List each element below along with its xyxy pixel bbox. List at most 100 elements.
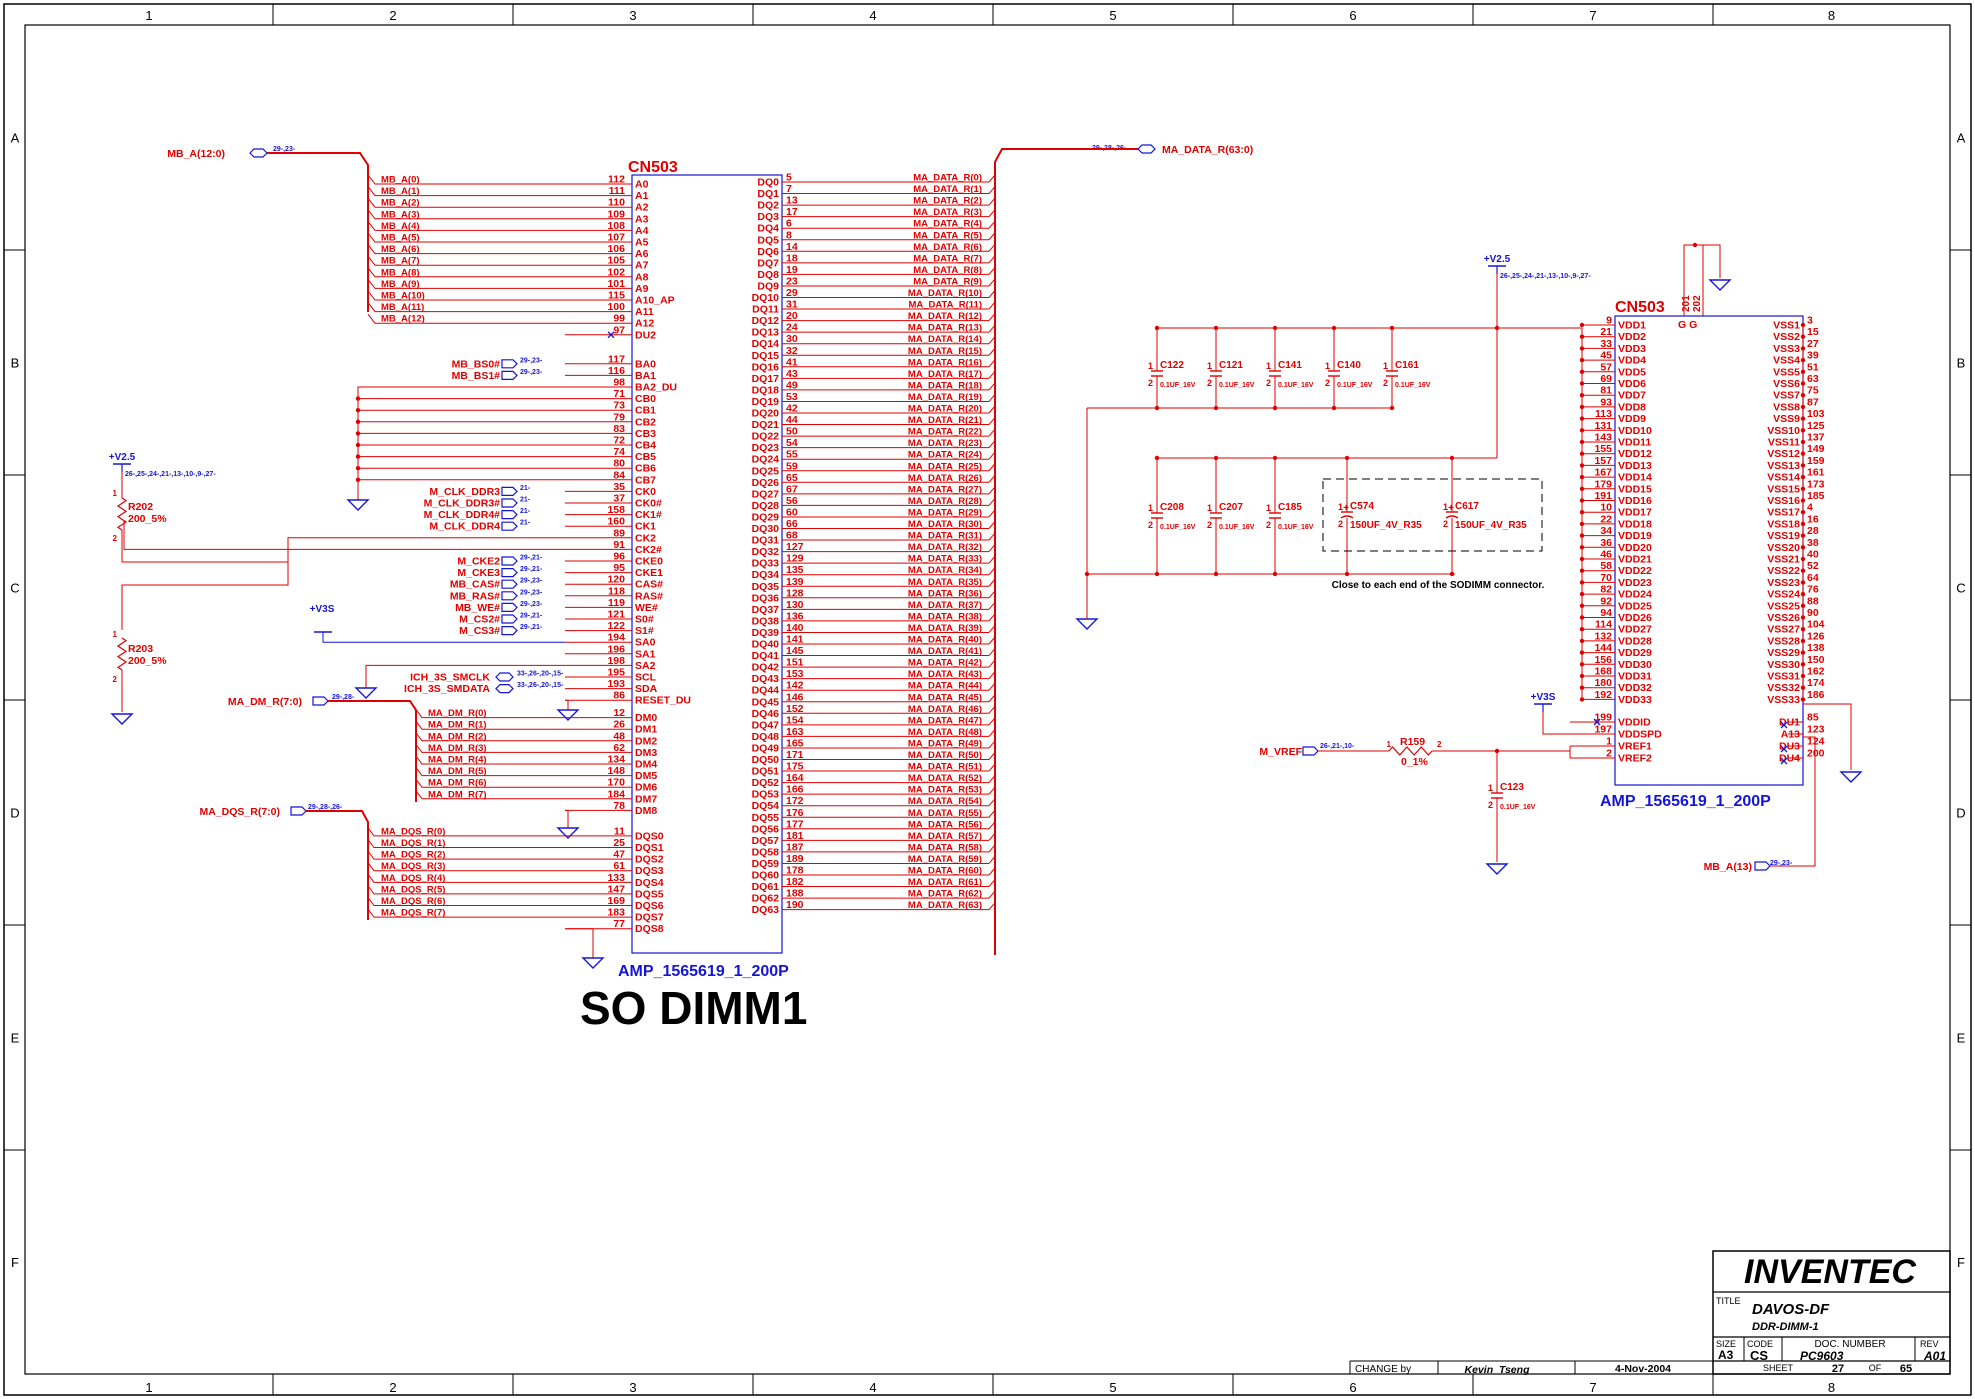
pin-name: DQ47	[752, 719, 780, 731]
offpage-connector-icon	[501, 498, 518, 508]
pin-name: VDD25	[1618, 600, 1652, 612]
tb-code: CS	[1750, 1348, 1768, 1363]
net-label: MB_A(11)	[381, 302, 424, 313]
pin-number: 100	[607, 301, 625, 313]
pin-name: DQ40	[752, 639, 780, 651]
pin-number: 166	[786, 784, 804, 796]
pin-name: VSS33	[1767, 694, 1800, 706]
pin-name: DM1	[635, 724, 657, 736]
net-label: MA_DM_R(7)	[428, 789, 487, 800]
pin-name: SA1	[635, 648, 656, 660]
pin-number: 78	[613, 800, 625, 812]
net-label: MA_DATA_R(24)	[908, 450, 982, 461]
pin-name: A2	[635, 202, 649, 214]
offpage-connector-icon	[1302, 746, 1319, 756]
pin-name: DQ43	[752, 673, 780, 685]
bus-entry	[988, 428, 996, 437]
offpage-connector-icon	[495, 683, 514, 694]
pin-number: 177	[786, 818, 804, 830]
row-label: A	[1957, 131, 1966, 146]
pin-number: 167	[1594, 467, 1612, 479]
net-label: MA_DATA_R(25)	[908, 461, 982, 472]
tb-size-label: SIZE	[1716, 1339, 1736, 1349]
pin-number: 72	[613, 435, 625, 447]
pin-name: DQ1	[757, 188, 779, 200]
net-label: MB_A(12)	[381, 314, 425, 325]
pin-name: A8	[635, 271, 649, 283]
pin-name: CAS#	[635, 579, 663, 591]
bus-entry	[988, 659, 996, 668]
pin-name: S1#	[635, 625, 654, 637]
pin-number: 134	[607, 754, 625, 766]
pin-name: VSS11	[1768, 437, 1800, 449]
pin-number: 201	[1681, 295, 1692, 312]
pin-number: 61	[613, 860, 625, 872]
pin-number: 104	[1807, 619, 1825, 631]
cap-ref: C140	[1337, 360, 1361, 371]
offpage-connector-icon	[501, 486, 518, 496]
pin-number: 178	[786, 865, 804, 877]
bus-label: MA_DATA_R(63:0)	[1162, 144, 1253, 156]
net-label: MA_DM_R(4)	[428, 755, 487, 766]
net-label: MB_A(0)	[381, 175, 420, 186]
bus-label: MB_A(12:0)	[167, 148, 225, 160]
xref-label: 21-	[520, 508, 531, 515]
net-label: MA_DATA_R(60)	[908, 866, 982, 877]
pin-name: DQ35	[752, 581, 780, 593]
net-label: MA_DATA_R(34)	[908, 565, 982, 576]
xref-label: 29-,23-	[520, 589, 543, 596]
pin-name: CK0	[635, 486, 656, 498]
pin-name: DQ4	[757, 223, 779, 235]
ground-icon	[346, 499, 370, 511]
pin-name: VDD24	[1618, 589, 1652, 601]
net-label: MA_DATA_R(20)	[908, 404, 982, 415]
res-pin-label: 2	[1437, 740, 1442, 749]
bus-entry	[988, 602, 996, 610]
pin-number: 31	[786, 299, 798, 311]
junction-dot	[1154, 405, 1160, 411]
pin-number: 57	[1600, 361, 1612, 373]
bus-entry	[988, 440, 996, 448]
pin-name: DQ31	[752, 535, 780, 547]
pin-name: DQ20	[752, 408, 780, 420]
pin-number: 6	[786, 218, 792, 230]
row-label: E	[11, 1031, 20, 1046]
cap-value: 150UF_4V_R35	[1350, 520, 1422, 531]
bus-entry	[367, 221, 565, 231]
pin-name: VDD14	[1618, 472, 1652, 484]
cap-value: 0.1UF_16V	[1219, 524, 1255, 531]
pin-number: 182	[786, 876, 804, 888]
rail-label: +V2.5	[1484, 254, 1511, 265]
pin-name: DQ42	[752, 662, 780, 674]
pin-number: 112	[608, 174, 625, 186]
res-ref: R203	[128, 643, 153, 655]
pin-number: 76	[1807, 584, 1819, 596]
pin-name: VDD32	[1618, 682, 1652, 694]
pin-number: 173	[1807, 478, 1825, 490]
pin-number: 174	[1807, 677, 1825, 689]
cap-pin-label: 1	[1488, 783, 1493, 793]
pin-name: DQS0	[635, 830, 664, 842]
pin-name: DQ0	[757, 177, 779, 189]
company-name: INVENTEC	[1744, 1253, 1916, 1291]
pin-number: 152	[786, 703, 804, 715]
pin-name: CK1#	[635, 509, 662, 521]
pin-name: VSS12	[1767, 448, 1800, 460]
pin-name: VDD26	[1618, 612, 1652, 624]
pin-name: VSS1	[1773, 320, 1800, 332]
row-label: C	[10, 581, 19, 596]
bus-entry	[988, 867, 996, 876]
pin-name: A11	[635, 306, 654, 318]
bus-entry	[367, 232, 565, 243]
pin-number: 107	[607, 232, 625, 244]
res-pin-label: 2	[113, 675, 118, 684]
net-label: MA_DATA_R(52)	[908, 773, 982, 784]
pin-name: VDD18	[1618, 518, 1652, 530]
pin-name: VSS23	[1767, 577, 1800, 589]
pin-name: VDD9	[1618, 413, 1646, 425]
res-value: 200_5%	[128, 513, 167, 525]
pin-number: 171	[786, 749, 804, 761]
bus-entry	[988, 856, 996, 864]
pin-name: VREF2	[1618, 753, 1652, 765]
net-label: MA_DATA_R(57)	[908, 831, 982, 842]
